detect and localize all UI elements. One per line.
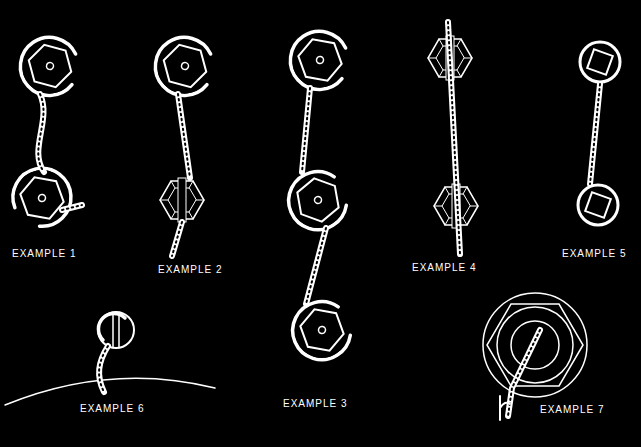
example-label: EXAMPLE 5 [562,248,627,260]
example-label: EXAMPLE 1 [12,248,77,260]
example-label: EXAMPLE 3 [283,398,348,410]
example-label: EXAMPLE 2 [158,264,223,276]
example-label: EXAMPLE 7 [540,404,605,416]
example-label: EXAMPLE 6 [80,403,145,415]
example-label: EXAMPLE 4 [412,262,477,274]
